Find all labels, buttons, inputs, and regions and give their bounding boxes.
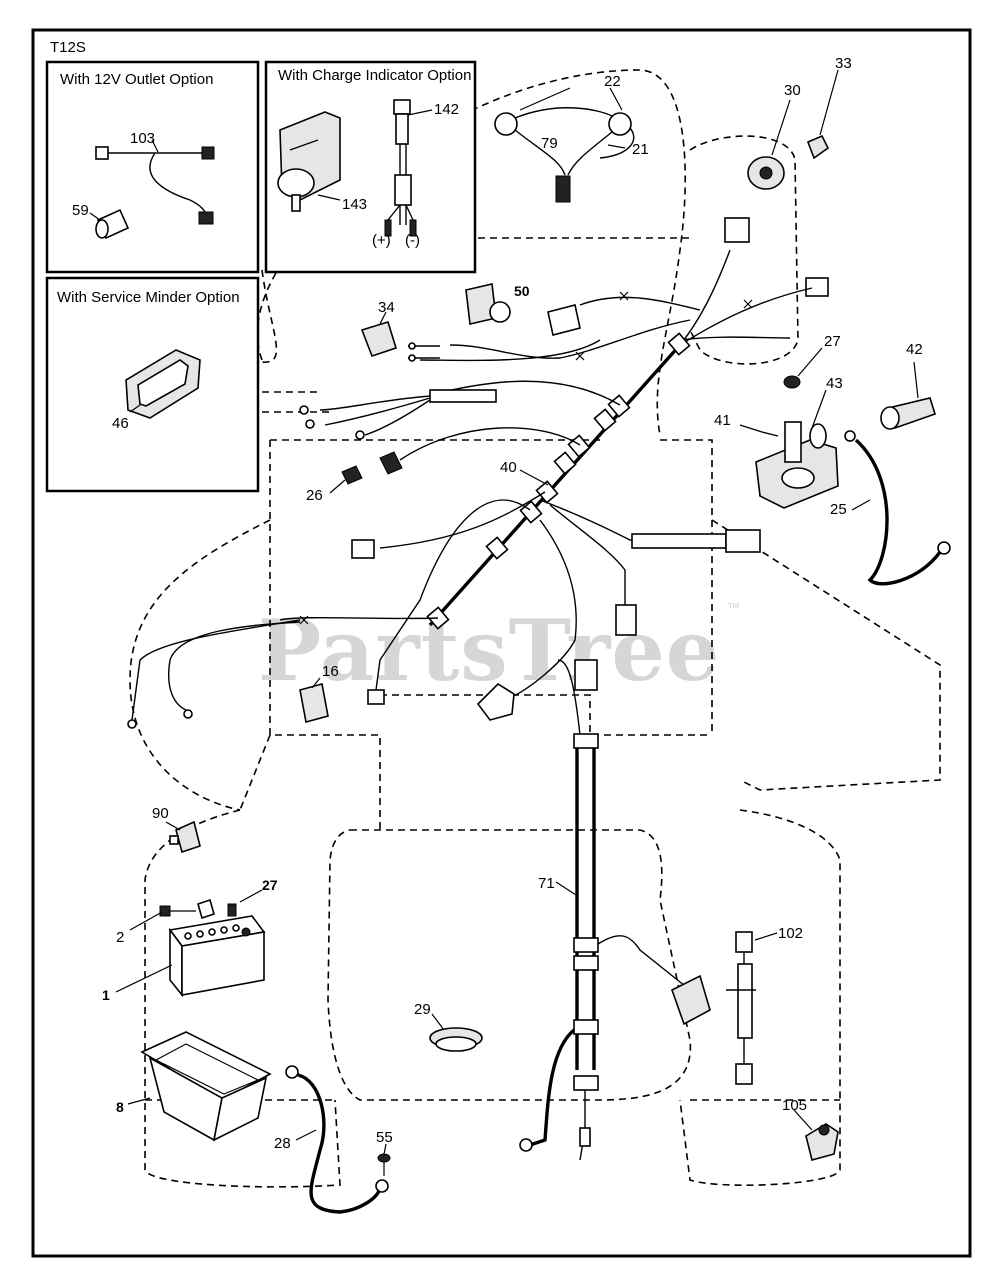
callout-16: 16 <box>322 663 339 680</box>
ignition-switch-icon <box>747 156 785 190</box>
callout-29: 29 <box>414 1001 431 1018</box>
harness-102-icon <box>726 931 756 1085</box>
callout-105: 105 <box>782 1097 807 1114</box>
charge-option-box: With Charge Indicator Option 143 142 (+)… <box>264 60 477 274</box>
callout-25: 25 <box>830 501 847 518</box>
main-harness-icon <box>279 249 813 701</box>
callout-1: 1 <box>102 987 110 1003</box>
callout-55: 55 <box>376 1129 393 1146</box>
callout-27-bottom: 27 <box>262 877 278 893</box>
callout-21: 21 <box>632 141 649 158</box>
seat-switch-icon <box>299 682 329 724</box>
callout-30: 30 <box>784 82 801 99</box>
outlet-option-box: With 12V Outlet Option 103 59 <box>45 60 260 274</box>
callout-90: 90 <box>152 805 169 822</box>
switch-105-icon <box>805 1123 839 1161</box>
callout-8: 8 <box>116 1099 124 1115</box>
connector-icon <box>198 211 214 225</box>
watermark: PartsTree <box>258 601 720 700</box>
battery-cable-icon <box>844 430 951 586</box>
connector-icon <box>615 604 637 636</box>
callout-28: 28 <box>274 1135 291 1152</box>
connector-icon <box>351 539 375 559</box>
key-icon <box>806 134 830 160</box>
callout-142: 142 <box>434 101 459 118</box>
bolt-icon <box>761 431 779 437</box>
screw-55-icon <box>377 1153 391 1176</box>
callout-27-top: 27 <box>824 333 841 350</box>
callout-33: 33 <box>835 55 852 72</box>
callout-40: 40 <box>500 459 517 476</box>
callout-102: 102 <box>778 925 803 942</box>
connector-icon <box>631 533 727 549</box>
headlight-harness-icon <box>494 107 635 203</box>
diagram-code: T12S <box>50 39 86 56</box>
callout-46: 46 <box>112 415 129 432</box>
connector-icon <box>805 277 829 297</box>
callout-43: 43 <box>826 375 843 392</box>
connector-icon <box>201 146 215 160</box>
relay-icon <box>465 283 511 325</box>
charge-option-title: With Charge Indicator Option <box>278 67 471 84</box>
diagram-frame <box>31 28 972 1258</box>
grommet-icon <box>429 1027 483 1052</box>
callout-2: 2 <box>116 929 124 946</box>
callout-26: 26 <box>306 487 323 504</box>
battery-icon <box>168 915 266 998</box>
nut-27-icon <box>227 903 237 917</box>
charge-indicator-icon <box>277 111 341 212</box>
label-plate-icon <box>547 304 581 336</box>
callout-79: 79 <box>541 135 558 152</box>
ground-wire-icon <box>127 619 301 729</box>
minder-option-box: With Service Minder Option 46 <box>45 276 260 493</box>
callout-50: 50 <box>514 283 530 299</box>
callout-42: 42 <box>906 341 923 358</box>
connector-icon <box>724 217 750 243</box>
callout-71: 71 <box>538 875 555 892</box>
charge-lead-icon <box>384 99 417 237</box>
minder-option-title: With Service Minder Option <box>57 289 240 306</box>
callout-103: 103 <box>130 130 155 147</box>
rear-harness-icon <box>519 659 711 1161</box>
fuse-icon <box>341 465 363 485</box>
polarity-plus: (+) <box>372 232 391 249</box>
ground-cable-28-icon <box>285 1065 389 1214</box>
callout-41: 41 <box>714 412 731 429</box>
connector-icon <box>429 389 497 403</box>
connector-icon <box>476 682 515 721</box>
callout-59: 59 <box>72 202 89 219</box>
outlet-option-title: With 12V Outlet Option <box>60 71 213 88</box>
connector-icon <box>379 451 403 475</box>
callout-22: 22 <box>604 73 621 90</box>
service-minder-icon <box>125 349 201 419</box>
callout-34: 34 <box>378 299 395 316</box>
terminal-boot-icon <box>880 397 936 430</box>
connector-icon <box>367 689 385 705</box>
bolt-2-icon <box>159 898 215 920</box>
solenoid-icon <box>755 421 839 509</box>
polarity-minus: (-) <box>405 232 420 249</box>
chassis-outline <box>129 69 941 1188</box>
watermark-trademark: ™ <box>727 600 740 615</box>
connector-icon <box>95 146 109 160</box>
wire-cut-marks <box>299 291 753 625</box>
power-outlet-icon <box>95 208 130 240</box>
callout-143: 143 <box>342 196 367 213</box>
bracket-90-icon <box>169 820 201 854</box>
connector-icon <box>725 529 761 553</box>
switch-icon <box>360 321 397 358</box>
nut-icon <box>783 375 801 389</box>
battery-tray-icon <box>140 1031 272 1142</box>
